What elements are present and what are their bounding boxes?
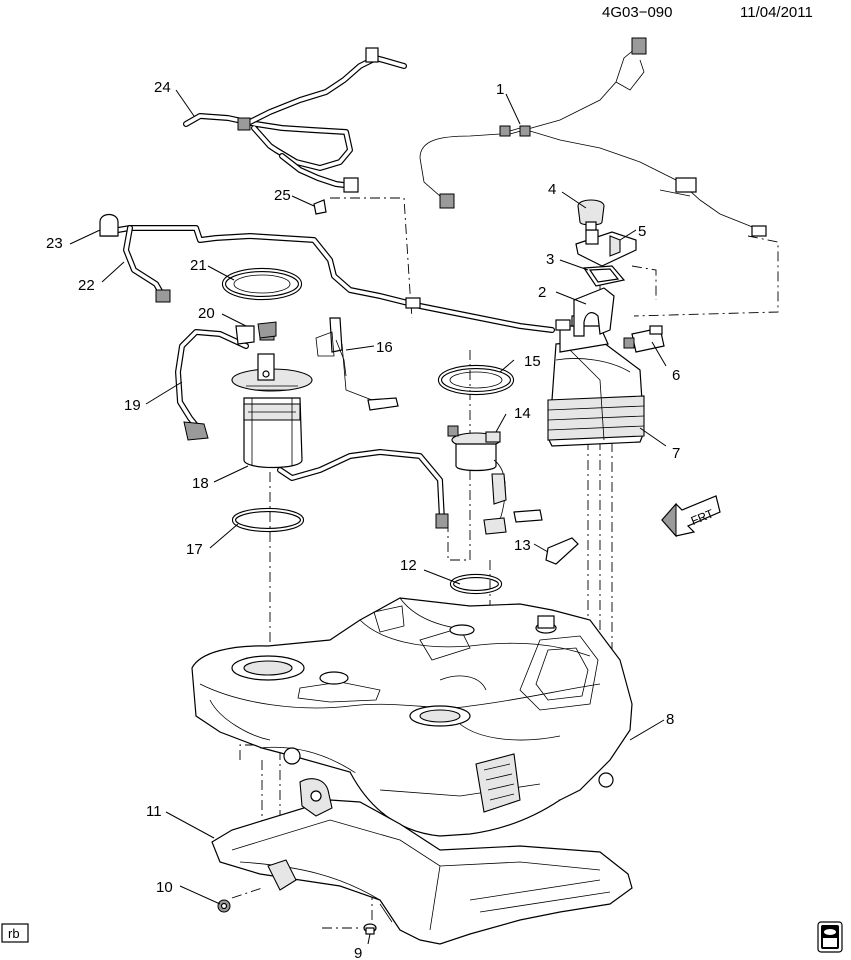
- callout-8: 8: [666, 711, 674, 728]
- callout-16: 16: [376, 339, 393, 356]
- canister-bracket: [573, 287, 615, 337]
- callout-10: 10: [156, 879, 173, 896]
- leader-lines: [69, 89, 667, 945]
- callout-13: 13: [514, 537, 531, 554]
- fuel-lines: [99, 37, 767, 529]
- lock-ring-21: [221, 267, 303, 301]
- callout-2: 2: [538, 284, 546, 301]
- solenoid-seal: [582, 265, 626, 287]
- callout-4: 4: [548, 181, 556, 198]
- insulator-pad: [545, 537, 579, 565]
- front-direction-arrow: FRT: [661, 495, 721, 538]
- callout-15: 15: [524, 353, 541, 370]
- callout-23: 23: [46, 235, 63, 252]
- vent-connector: [623, 325, 665, 353]
- fuel-tank: [191, 597, 633, 837]
- callout-20: 20: [198, 305, 215, 322]
- seal-ring-17: [231, 507, 305, 533]
- callout-11: 11: [146, 803, 162, 820]
- fuel-level-sender: [315, 317, 399, 411]
- corner-tag: rb: [1, 923, 29, 943]
- corner-tag-text: rb: [8, 926, 20, 941]
- vent-solenoid: [575, 229, 637, 267]
- callout-24: 24: [154, 79, 171, 96]
- tank-shield: [211, 778, 633, 945]
- callout-3: 3: [546, 251, 554, 268]
- callout-19: 19: [124, 397, 141, 414]
- secondary-fuel-pump: [447, 425, 543, 535]
- gm-logo: [817, 921, 843, 953]
- callout-17: 17: [186, 541, 203, 558]
- lock-ring-15: [437, 364, 515, 396]
- vent-filter: [577, 199, 605, 231]
- seal-ring-12: [449, 573, 503, 595]
- callout-25: 25: [274, 187, 291, 204]
- callout-9: 9: [354, 945, 362, 960]
- nut: [217, 899, 231, 913]
- callout-22: 22: [78, 277, 95, 294]
- fuel-pump-module: [231, 325, 313, 469]
- callout-14: 14: [514, 405, 531, 422]
- callout-12: 12: [400, 557, 417, 574]
- diagram-date: 11/04/2011: [740, 4, 813, 21]
- diagram-id: 4G03−090: [602, 4, 672, 21]
- callout-6: 6: [672, 367, 680, 384]
- callout-21: 21: [190, 257, 207, 274]
- evap-canister: [547, 315, 645, 447]
- bolt: [363, 923, 377, 935]
- callout-5: 5: [638, 223, 646, 240]
- callout-7: 7: [672, 445, 680, 462]
- callout-labels: 1 2 3 4 5 6 7 8 9 10 11 12 13 14 15 16 1…: [46, 79, 680, 960]
- callout-18: 18: [192, 475, 209, 492]
- callout-1: 1: [496, 81, 504, 98]
